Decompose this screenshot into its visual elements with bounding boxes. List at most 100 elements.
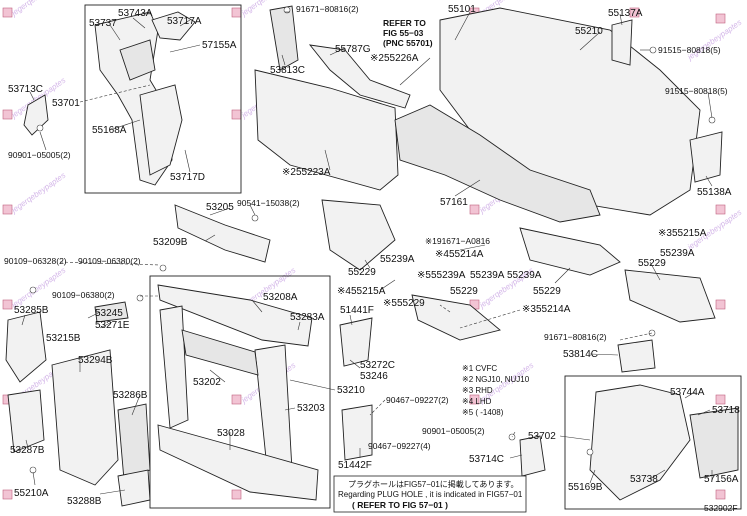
watermark-badge <box>715 394 726 405</box>
part-label: 53744A <box>670 387 705 398</box>
bracket-53714c-part <box>519 435 546 477</box>
part-label: 55229 <box>348 267 376 278</box>
part-label: 91671−80816(2) <box>296 4 359 14</box>
part-label: 90109−06380(2) <box>78 256 141 266</box>
watermark-badge <box>2 109 13 120</box>
watermark-badge <box>2 299 13 310</box>
watermark-badge <box>231 394 242 405</box>
part-label: 53701 <box>52 98 80 109</box>
note-line: Regarding PLUG HOLE , it is indicated in… <box>338 490 523 499</box>
watermark-badge <box>715 204 726 215</box>
bracket-53245-part <box>94 301 129 323</box>
watermark-text: jegerqebeypaptes <box>9 0 67 18</box>
apron-brace-part <box>151 11 196 41</box>
note-frame <box>333 475 527 513</box>
part-label: ※355214A <box>522 304 571 315</box>
part-label: 55138A <box>697 187 732 198</box>
bracket-53814c-part <box>617 339 656 373</box>
brace-55787g-part <box>308 44 411 109</box>
part-label: 53283A <box>290 312 325 323</box>
louver-55229-d-part <box>624 269 716 323</box>
part-label: 53717D <box>170 172 205 183</box>
bracket-55138a-part <box>689 131 723 183</box>
seal-53287b-part <box>7 389 45 453</box>
part-label: 53287B <box>10 445 45 456</box>
part-label: 55101 <box>448 4 476 15</box>
part-label: 55210A <box>14 488 49 499</box>
crossmember-53205-part <box>174 204 271 263</box>
watermark-text: jegerqebeypaptes <box>9 266 67 310</box>
part-label: 55229 <box>450 286 478 297</box>
cowl-top-57161-part <box>394 104 601 223</box>
part-label: 53028 <box>217 428 245 439</box>
part-label: 53285B <box>14 305 49 316</box>
part-label: 55239A <box>507 270 542 281</box>
part-label: 91671−80816(2) <box>544 332 607 342</box>
bolt-icon <box>36 124 44 132</box>
watermark-badge <box>231 489 242 500</box>
part-label: 53271E <box>95 320 130 331</box>
part-label: 90901−05005(2) <box>422 426 485 436</box>
watermark-badge <box>2 204 13 215</box>
support-center-53210-part <box>181 329 259 376</box>
watermark-badge <box>2 7 13 18</box>
part-label: ※191671−A0816 <box>425 236 490 246</box>
seal-53288b-part <box>117 469 151 507</box>
part-label: 53205 <box>206 202 234 213</box>
part-label: 53286B <box>113 390 148 401</box>
support-side-53202-part <box>159 305 189 429</box>
part-label: 53702 <box>528 431 556 442</box>
part-label: 53208A <box>263 292 298 303</box>
part-label: 90109−06380(2) <box>52 290 115 300</box>
part-label: 55169B <box>568 482 603 493</box>
watermark-badge <box>629 7 640 18</box>
part-label: 90901−05005(2) <box>8 150 71 160</box>
part-label: 55229 <box>638 258 666 269</box>
part-label: 53209B <box>153 237 188 248</box>
part-label: 90467−09227(4) <box>368 441 431 451</box>
upper-left-detail-box <box>84 4 242 194</box>
seal-53286b-part <box>117 403 151 481</box>
bolt-icon <box>649 46 657 54</box>
part-label: 53272C <box>360 360 395 371</box>
bracket-51442f-part <box>341 404 373 461</box>
part-label: 91515−80818(5) <box>658 45 721 55</box>
part-label: 53203 <box>297 403 325 414</box>
part-label: ※455215A <box>337 286 386 297</box>
part-label: 53202 <box>193 377 221 388</box>
legend-item: ※2 NGJ10, NUJ10 <box>462 375 530 384</box>
bracket-55137a-part <box>611 19 633 66</box>
part-label: 55239A <box>380 254 415 265</box>
part-label: ※555239A <box>417 270 466 281</box>
part-label: 57161 <box>440 197 468 208</box>
bolt-icon <box>283 6 291 14</box>
part-label: 90467−09227(2) <box>386 395 449 405</box>
plug-hole-note: プラグホールはFIG57−01に掲載してあります。 Regarding PLUG… <box>333 475 527 513</box>
part-label: 53714C <box>469 454 504 465</box>
bracket-57156a-part <box>689 407 739 479</box>
watermark-text: jegerqebeypaptes <box>9 171 67 215</box>
legend-item: ※5 ( -1408) <box>462 408 504 417</box>
dash-panel-55101-part <box>439 7 701 216</box>
part-label: 90109−06328(2) <box>4 256 67 266</box>
part-label: 53294B <box>78 355 113 366</box>
part-label: 55168A <box>92 125 127 136</box>
legend-item: ※3 RHD <box>462 386 493 395</box>
louver-55229-c-part <box>519 227 621 276</box>
part-label: 57155A <box>202 40 237 51</box>
lower-right-detail-box <box>564 375 742 510</box>
louver-55229-b-part <box>411 294 501 341</box>
watermark-text: jegerqebeypaptes <box>685 18 743 62</box>
bolt-icon <box>159 264 167 272</box>
legend: ※1 CVFC ※2 NGJ10, NUJ10 ※3 RHD ※4 LHD ※5… <box>462 364 530 417</box>
part-label: 53743A <box>118 8 153 19</box>
legend-item: ※4 LHD <box>462 397 492 406</box>
part-label: ※455214A <box>435 249 484 260</box>
legend-item: ※1 CVFC <box>462 364 497 373</box>
part-label: 53813C <box>270 65 305 76</box>
part-label: 53814C <box>563 349 598 360</box>
part-labels: 53743A 53717A 53737 57155A 53713C 53701 … <box>4 4 740 507</box>
watermark-badge <box>469 204 480 215</box>
bolt-icon <box>251 214 259 222</box>
part-label: 55137A <box>608 8 643 19</box>
